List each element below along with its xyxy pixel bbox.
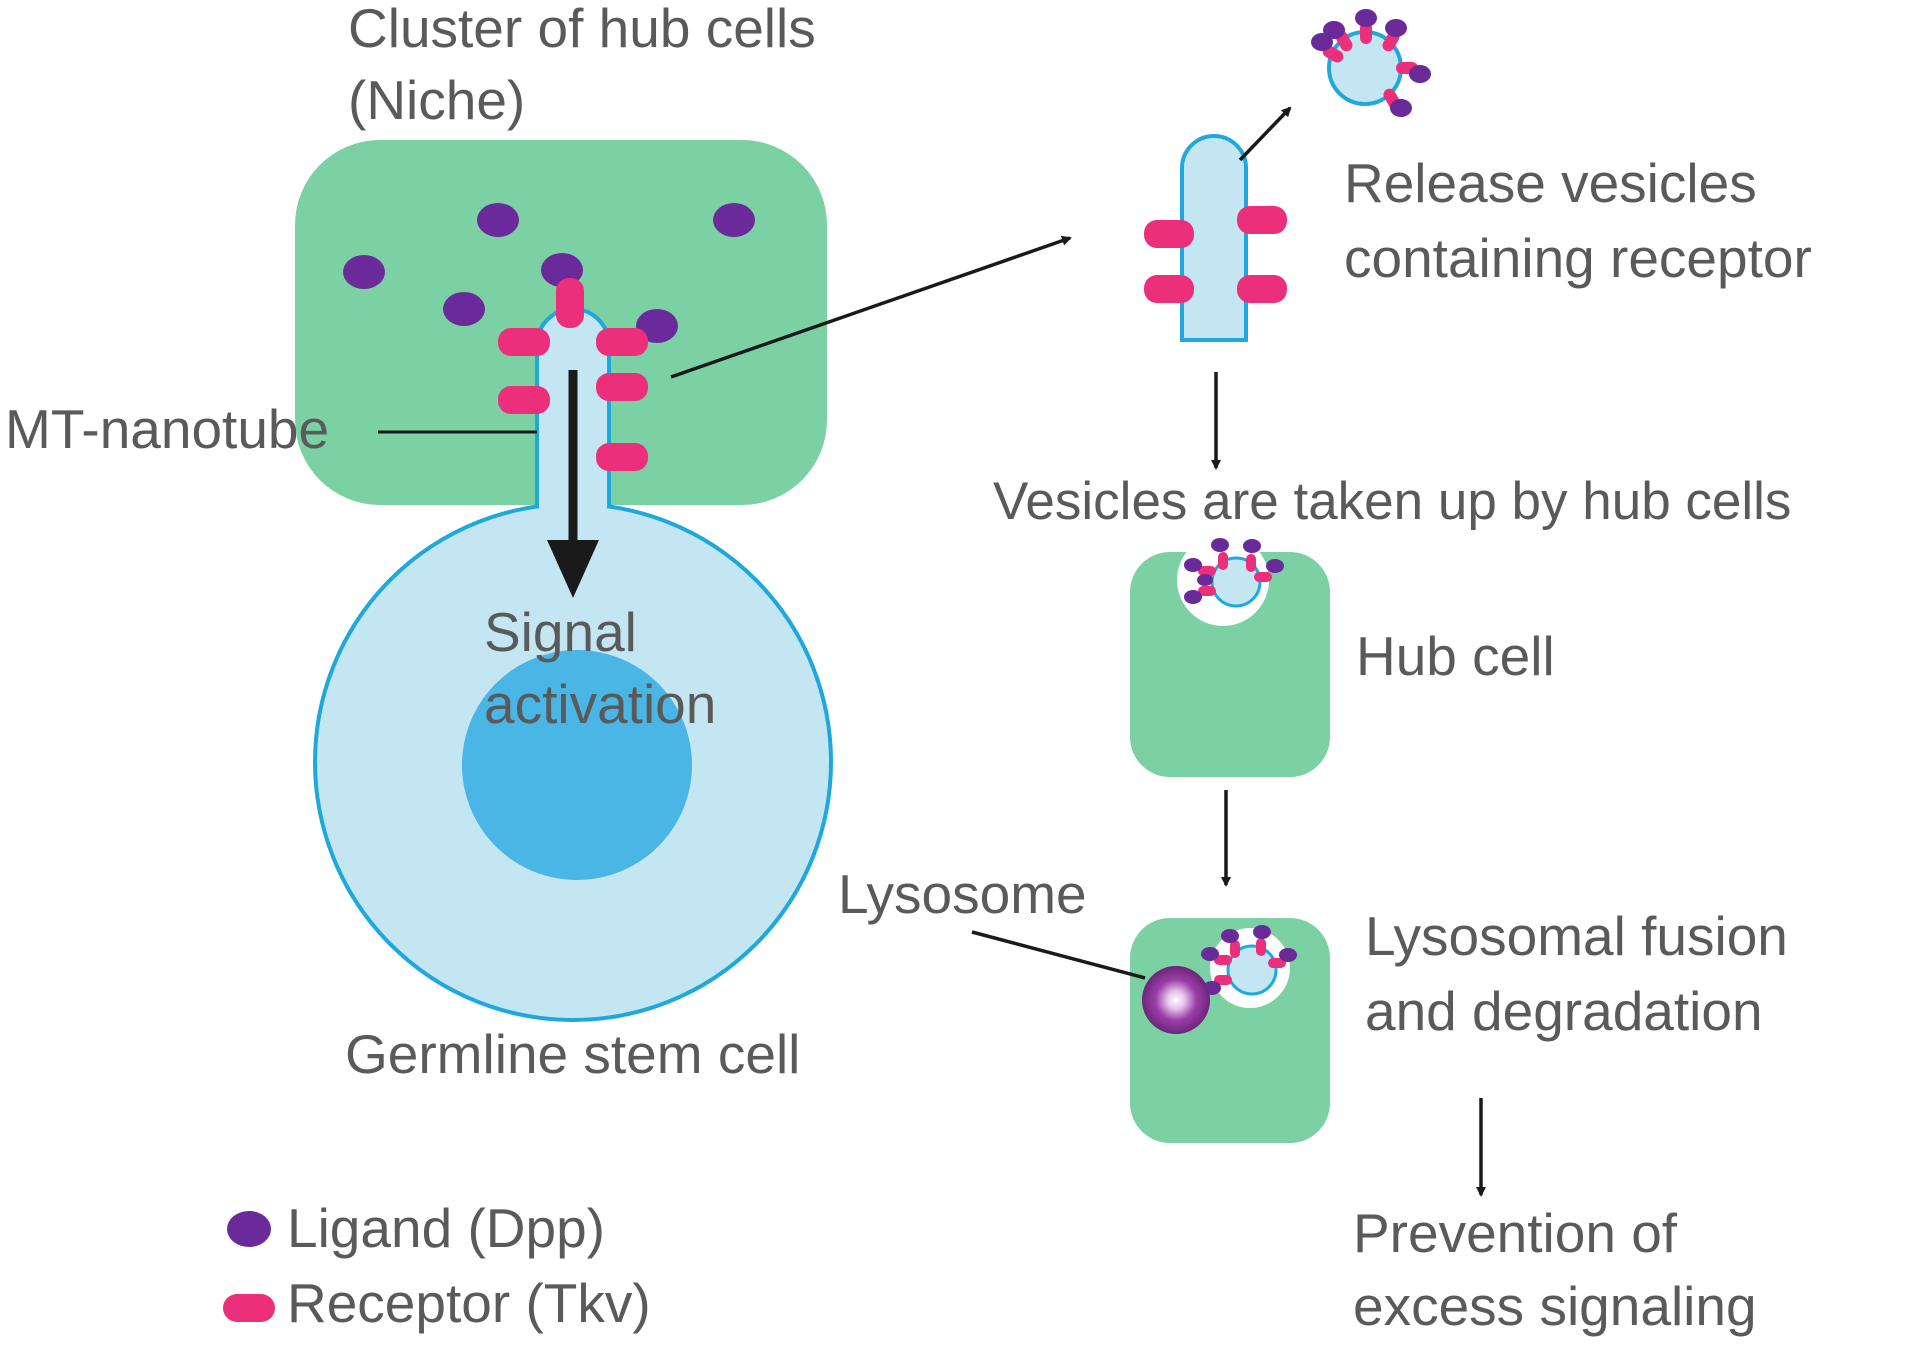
lysosome-label: Lysosome xyxy=(838,863,1087,925)
nanotube-receptors xyxy=(498,278,648,471)
receptor-icon xyxy=(223,1294,275,1322)
prevention-label-line1: Prevention of xyxy=(1353,1202,1678,1264)
signal-label-line1: Signal xyxy=(484,601,637,663)
release-label-line1: Release vesicles xyxy=(1344,152,1757,214)
release-label-line2: containing receptor xyxy=(1344,227,1812,289)
vesicle-release-arrow xyxy=(1238,106,1292,162)
niche-title-line1: Cluster of hub cells xyxy=(348,0,816,59)
niche-title-line2: (Niche) xyxy=(348,69,526,131)
stem-cell-label: Germline stem cell xyxy=(345,1023,801,1085)
nanotube-label: MT-nanotube xyxy=(5,398,330,460)
nanotube-detail xyxy=(1180,134,1248,342)
stem-cell-nucleus xyxy=(462,650,692,880)
hub-cell xyxy=(1130,552,1330,777)
arrow-to-release xyxy=(670,235,1072,379)
released-vesicle xyxy=(1311,9,1431,117)
legend-ligand-label: Ligand (Dpp) xyxy=(287,1197,605,1259)
internalized-vesicle xyxy=(1184,538,1284,608)
signal-arrowhead xyxy=(547,540,599,598)
lysosome xyxy=(1142,966,1210,1034)
legend-receptor-label: Receptor (Tkv) xyxy=(287,1272,651,1334)
signal-label-line2: activation xyxy=(484,673,717,735)
lysosome-pointer xyxy=(971,930,1146,980)
fusion-label-line2: and degradation xyxy=(1365,980,1763,1042)
ligand-icon xyxy=(227,1211,271,1247)
fusing-vesicle xyxy=(1201,925,1297,996)
fusion-label-line1: Lysosomal fusion xyxy=(1365,905,1788,967)
uptake-label: Vesicles are taken up by hub cells xyxy=(993,472,1792,531)
prevention-label-line2: excess signaling xyxy=(1353,1275,1757,1337)
hub-cell-label: Hub cell xyxy=(1356,625,1555,687)
detail-receptors xyxy=(1144,206,1287,303)
